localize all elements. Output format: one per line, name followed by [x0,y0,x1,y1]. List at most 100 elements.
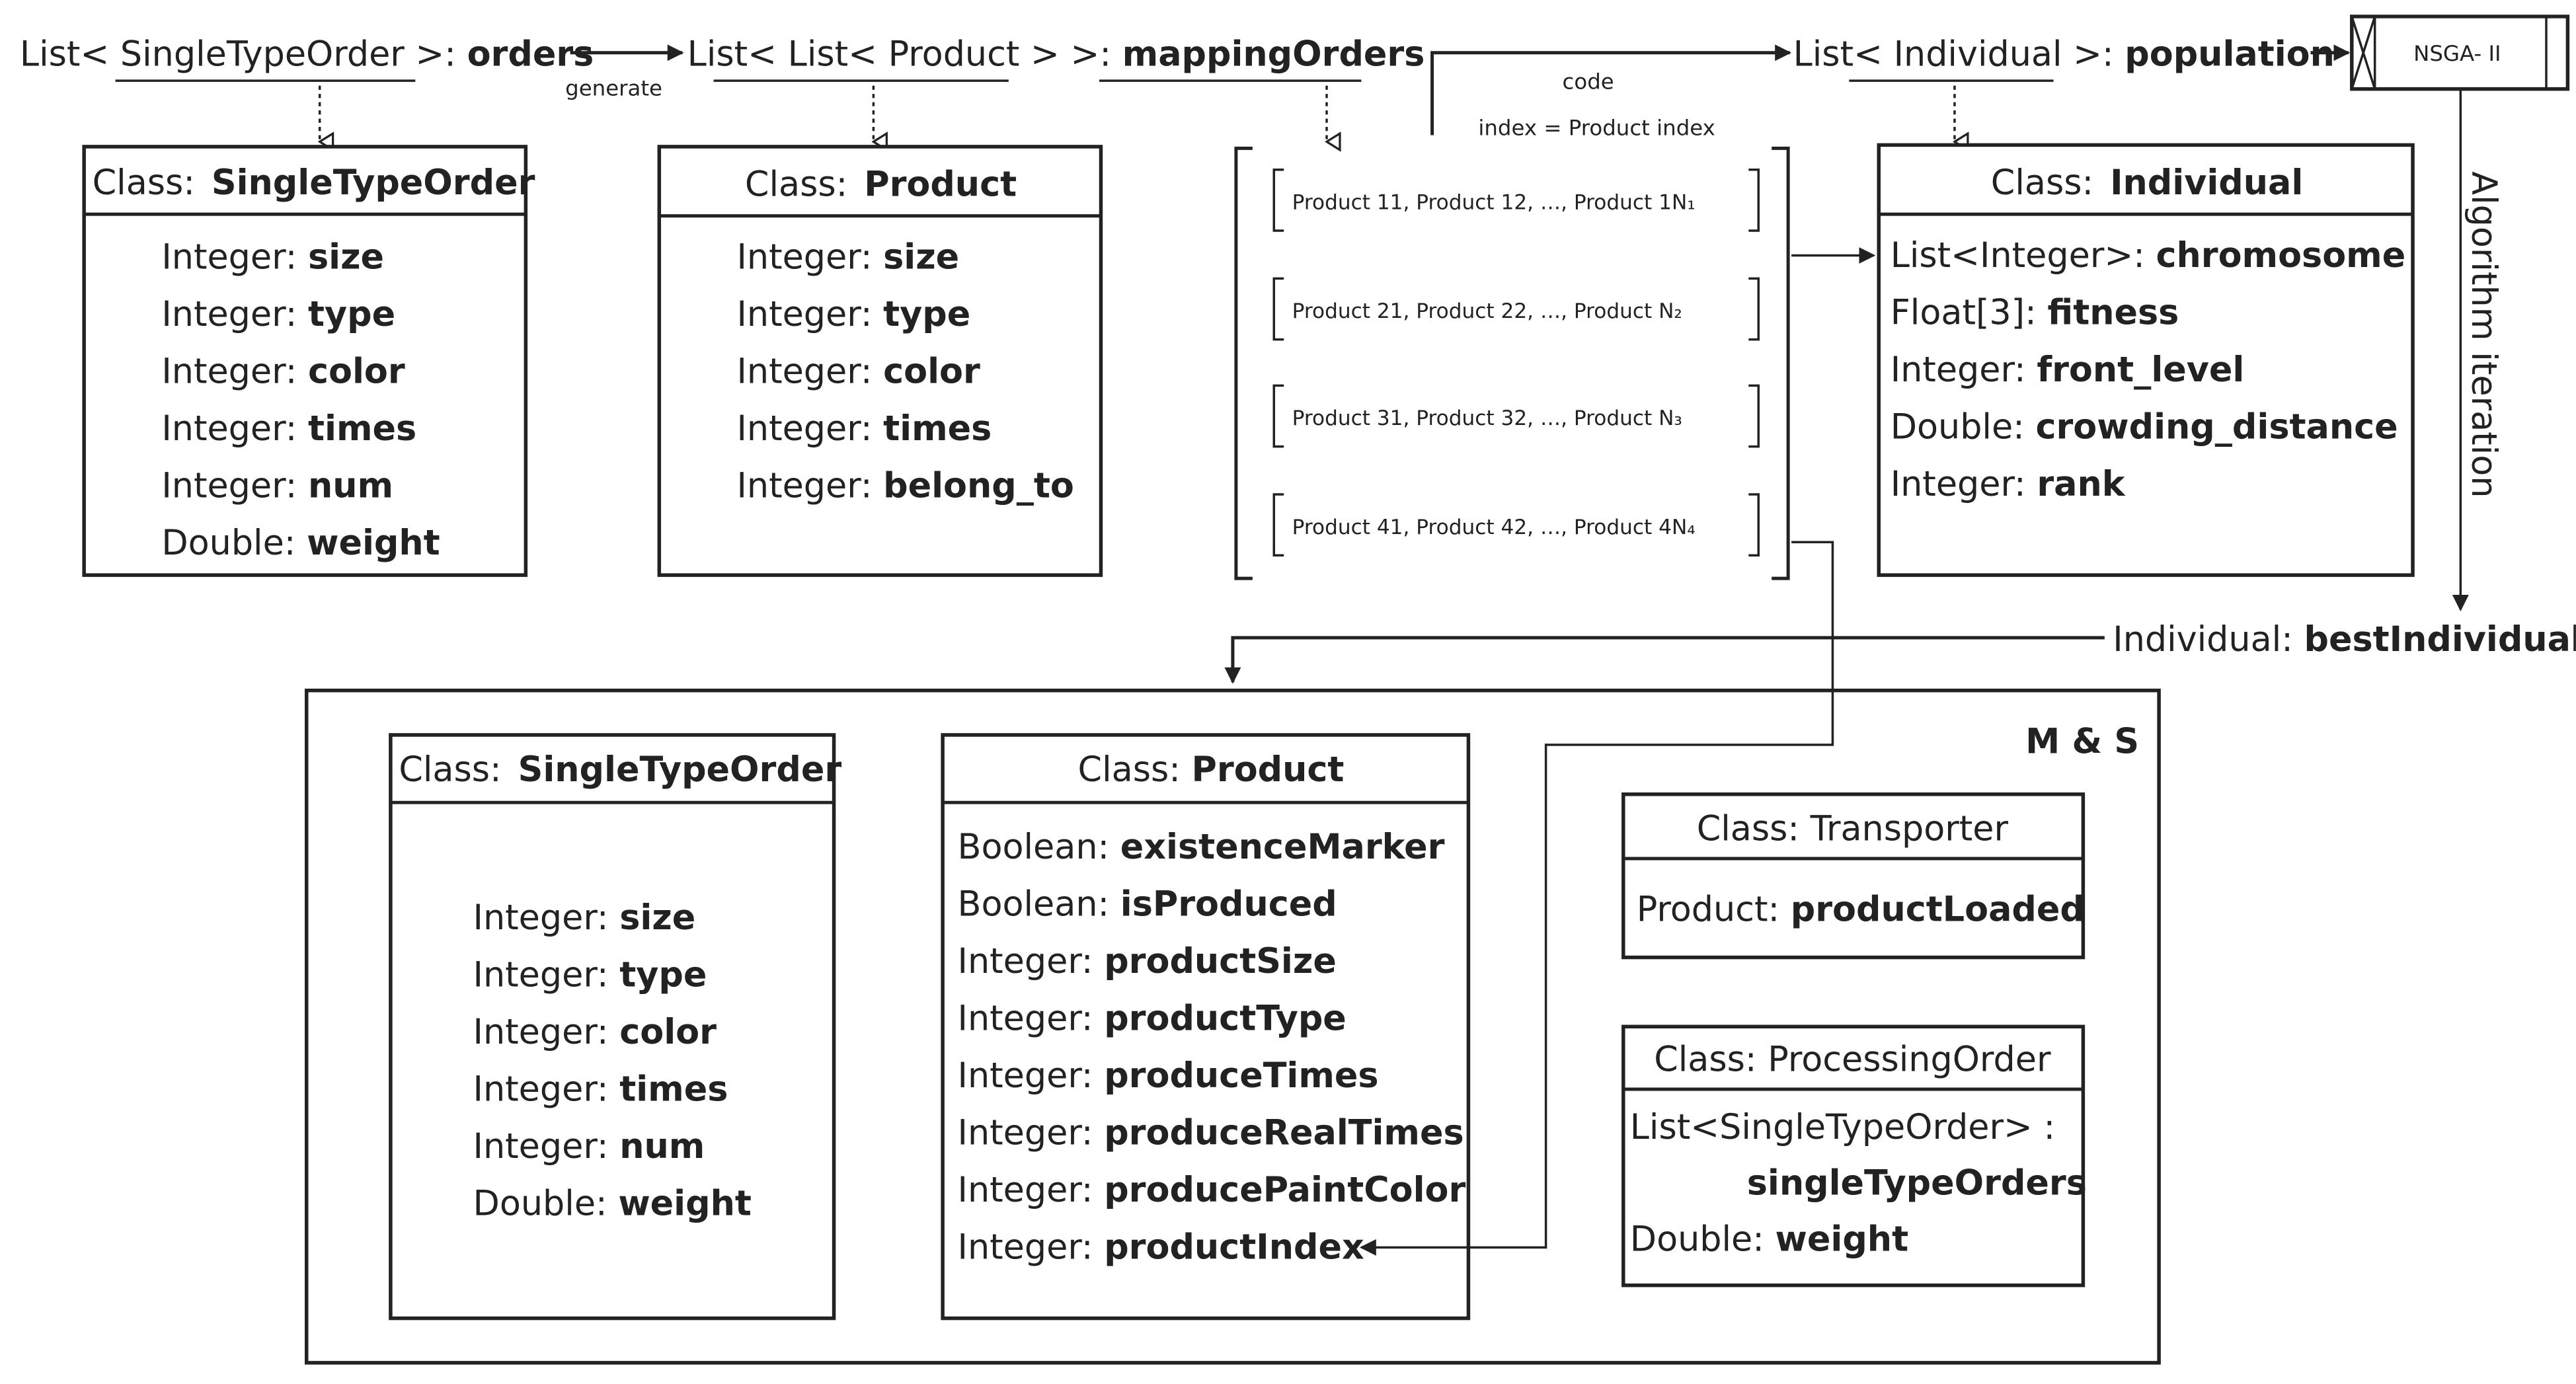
field-name: weight [618,1184,752,1224]
population-name: population [2125,34,2335,75]
field-name: num [308,465,393,506]
field-row: Integer: productIndex [958,1227,1364,1268]
matrix-row: Product 21, Product 22, …, Product N₂ [1272,277,1760,341]
ms-class-product: Class: Product Boolean: existenceMarkerB… [941,733,1471,1321]
mapping-matrix: Product 11, Product 12, …, Product 1N₁ Pr… [1234,146,1790,580]
svg-text:List< List< Product > >: mappi: List< List< Product > >: mappingOrders [687,34,1425,75]
field-row: Integer: productType [958,998,1347,1038]
iteration-label: Algorithm iteration [2464,171,2504,498]
field-row: Boolean: isProduced [958,884,1337,924]
field-type: Integer: [161,351,308,391]
matrix-row: Product 41, Product 42, …, Product 4N₄ [1272,493,1760,557]
field-name: fitness [2047,292,2179,332]
nsga-box: NSGA- II [2350,15,2570,91]
mapping-orders-declaration: List< List< Product > >: mappingOrders [687,34,1425,82]
matrix-row-text: Product 31, Product 32, …, Product N₃ [1292,406,1682,430]
field-type: Integer: [473,898,620,938]
field-row: Integer: type [736,294,970,334]
field-name: weight [307,523,440,563]
field-type: Integer: [473,1069,620,1110]
field-row: Integer: type [161,294,395,334]
best-to-ms-arrow [1224,636,2105,684]
field-type: Integer: [1891,464,2037,504]
field-row: Integer: size [736,237,959,277]
field-row: Double: weight [161,523,440,563]
field-name: producePaintColor [1104,1170,1465,1210]
field-type: Integer: [958,1227,1105,1268]
field-name: existenceMarker [1120,827,1445,867]
mapping-type: List< List< Product > >: [687,34,1122,75]
field-row: Integer: front_level [1891,350,2245,390]
index-connector-arrow [1359,541,1834,1256]
row-bracket-right [1748,169,1760,232]
field-row: Integer: type [473,955,707,995]
field-name: type [308,294,395,334]
field-row: Double: crowding_distance [1891,406,2398,447]
field-type: Integer: [736,237,883,277]
row-bracket-left [1272,169,1284,232]
field-type: Integer: [473,955,620,995]
field-row: List<Integer>: chromosome [1891,235,2406,276]
field-row: Integer: rank [1891,464,2126,504]
field-type: Boolean: [958,827,1120,867]
field-type: Integer: [736,351,883,391]
matrix-row-text: Product 21, Product 22, …, Product N₂ [1292,299,1682,323]
class-header: Class: Transporter [1697,809,2009,849]
row-bracket-right [1748,384,1760,448]
ms-title: M & S [2025,721,2139,761]
class-header: Class:SingleTypeOrder [399,750,841,790]
matrix-row: Product 11, Product 12, …, Product 1N₁ [1272,169,1760,232]
field-type: Float[3]: [1891,292,2048,332]
field-name: times [308,408,416,449]
field-type: Integer: [473,1012,620,1052]
code-label: code [1563,69,1614,95]
generate-label: generate [565,76,662,101]
field-name: productSize [1104,941,1337,981]
class-header: Class: ProcessingOrder [1654,1040,2051,1080]
matrix-bracket-left [1234,146,1253,580]
class-header: Class:Individual [1991,163,2304,203]
field-row: Integer: num [161,465,393,506]
field-row: Integer: size [473,898,696,938]
field-name: chromosome [2156,235,2405,276]
row-bracket-left [1272,493,1284,557]
field-row: Integer: times [473,1069,728,1110]
field-name: produceTimes [1104,1056,1378,1096]
field-name: times [619,1069,728,1110]
field-name: color [619,1012,717,1052]
row-bracket-right [1748,277,1760,341]
field-row: Integer: produceRealTimes [958,1113,1464,1153]
field-row: Double: weight [473,1184,752,1224]
field-row: Integer: producePaintColor [958,1170,1466,1210]
field-type: Integer: [161,408,308,449]
ms-class-transporter: Class: Transporter Product: productLoade… [1621,792,2086,960]
class-header: Class:SingleTypeOrder [93,163,535,203]
field-name: crowding_distance [2035,406,2398,447]
class-header: Class:Product [745,165,1017,205]
field-name: productIndex [1104,1227,1364,1268]
field-row: Integer: produceTimes [958,1056,1379,1096]
field-type: Integer: [161,237,308,277]
field-name: belong_to [883,465,1074,506]
field-type: Integer: [161,465,308,506]
field-row: Integer: color [161,351,405,391]
field-name: front_level [2037,350,2244,390]
ms-class-processing-order: Class: ProcessingOrder List<SingleTypeOr… [1621,1024,2087,1288]
field-row: Integer: times [736,408,992,449]
field-row: Double: weight [1630,1219,1908,1259]
row-bracket-right [1748,493,1760,557]
field-row: Integer: size [161,237,384,277]
best-type: Individual: [2113,619,2304,660]
field-row: Integer: productSize [958,941,1337,981]
field-type: List<Integer>: [1891,235,2156,276]
matrix-bracket-right [1772,146,1790,580]
field-type: Integer: [958,941,1105,981]
